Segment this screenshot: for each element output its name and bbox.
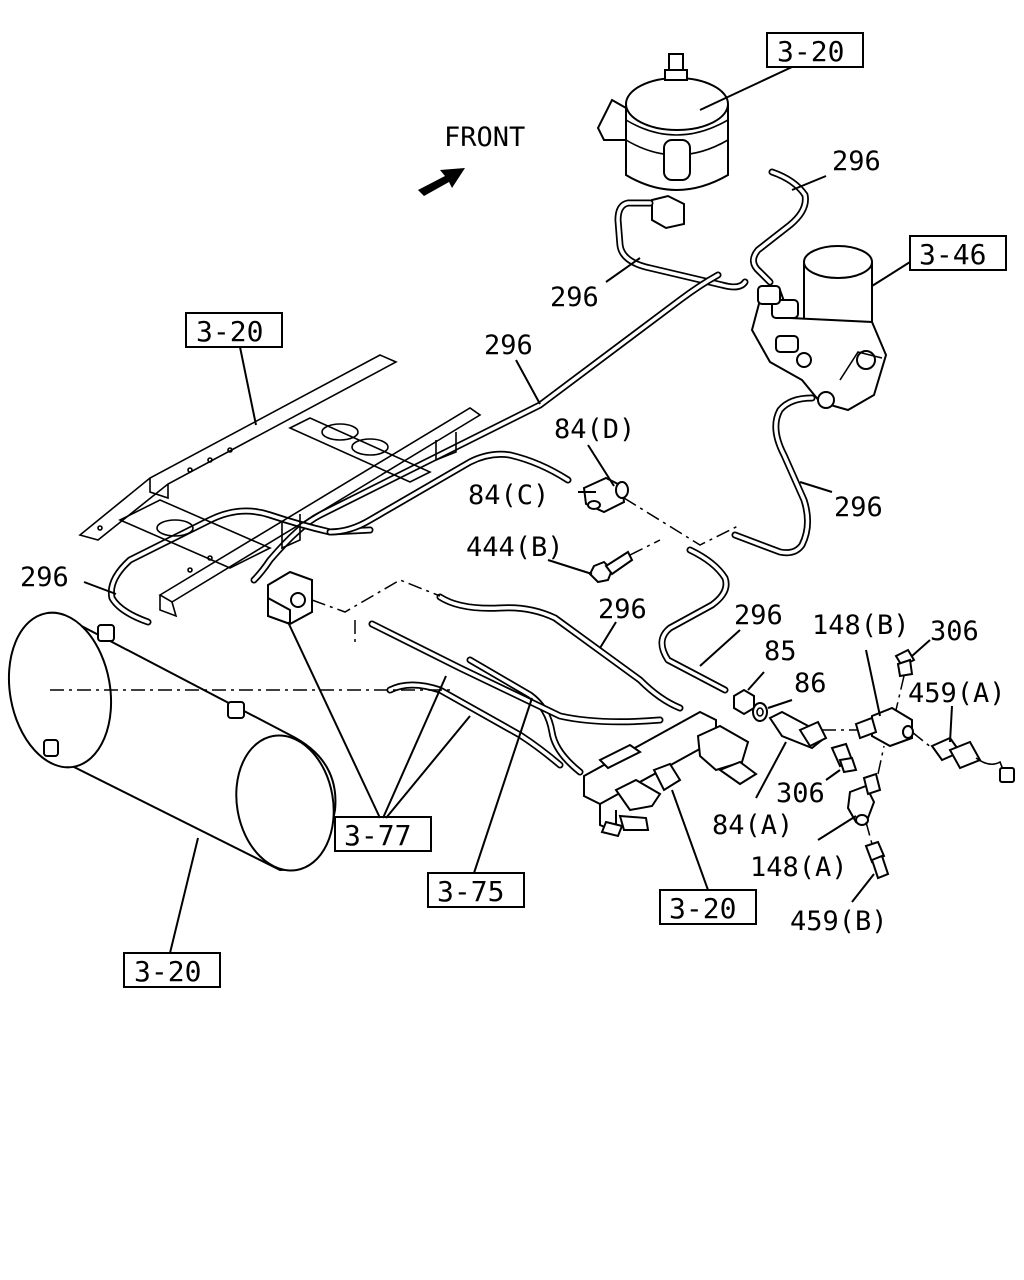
svg-text:3-46: 3-46 (919, 238, 986, 271)
leader-86 (767, 699, 793, 709)
leader-306-bottom (825, 769, 841, 781)
label-296-top: 296 (832, 146, 881, 177)
ref-box-3-77: 3-77 (334, 816, 432, 852)
label-148a: 148(A) (750, 852, 848, 883)
leader-296-lower (699, 629, 741, 667)
leader-3-20-frame (239, 346, 257, 426)
leader-459b (851, 873, 875, 903)
leader-444b (547, 559, 593, 575)
leader-296-mid (515, 359, 541, 405)
leader-84d (587, 444, 615, 487)
leader-296-right (799, 481, 833, 493)
switch-459b (864, 840, 890, 880)
label-148b: 148(B) (812, 610, 910, 641)
svg-text:3-20: 3-20 (196, 315, 263, 348)
svg-text:3-20: 3-20 (134, 955, 201, 988)
front-arrow-icon (418, 168, 465, 196)
ref-box-3-20-tank: 3-20 (123, 952, 221, 988)
label-459b: 459(B) (790, 906, 888, 937)
leader-3-77-a (287, 621, 381, 819)
ref-box-3-20-bracket: 3-20 (659, 889, 757, 925)
valve-bracket (583, 710, 758, 838)
leader-3-46 (871, 261, 911, 287)
svg-text:3-20: 3-20 (669, 892, 736, 925)
bolt-444b (588, 539, 661, 584)
svg-text:3-77: 3-77 (344, 819, 411, 852)
leader-3-20-tank (169, 837, 199, 954)
leader-3-75 (473, 697, 533, 874)
label-84a: 84(A) (712, 810, 793, 841)
air-reservoir-top (596, 53, 729, 230)
label-86: 86 (794, 668, 827, 699)
ref-box-3-20-top: 3-20 (766, 32, 864, 68)
washer-86 (752, 702, 768, 722)
label-444b: 444(B) (466, 532, 564, 563)
label-306-top: 306 (930, 616, 979, 647)
leader-296-upper (605, 257, 641, 283)
label-296-mid: 296 (484, 330, 533, 361)
tee-fitting-84c (582, 476, 629, 514)
ref-box-3-46: 3-46 (909, 235, 1007, 271)
air-dryer (750, 245, 888, 412)
pipes-296 (107, 168, 816, 776)
leader-306-top (911, 639, 931, 657)
plug-306-top (894, 648, 916, 678)
label-459a: 459(A) (908, 678, 1006, 709)
tee-148b (854, 706, 914, 748)
leader-296-left (83, 581, 117, 595)
centerline-459b (865, 821, 873, 845)
leader-3-77-b (382, 675, 447, 819)
label-296-right: 296 (834, 492, 883, 523)
centerline-84 (623, 497, 741, 546)
centerline-148a (877, 745, 885, 775)
centerline-459a (911, 731, 933, 749)
plug-306-bottom (830, 742, 858, 774)
leader-85 (747, 671, 765, 691)
label-84c: 84(C) (468, 480, 549, 511)
front-label: FRONT (444, 122, 525, 153)
leader-3-20-top (699, 66, 793, 111)
leader-3-20-bracket (671, 789, 709, 891)
nut-85 (733, 688, 755, 716)
leader-148a (817, 815, 857, 841)
leader-84a (755, 741, 787, 799)
chassis-frame (78, 354, 482, 618)
connector-84a (768, 710, 828, 750)
label-296-center: 296 (598, 594, 647, 625)
centerline-306-top (895, 675, 905, 711)
elbow-148a (846, 772, 882, 826)
leader-296-center (599, 621, 617, 649)
label-296-left: 296 (20, 562, 69, 593)
label-85: 85 (764, 636, 797, 667)
ref-box-3-75: 3-75 (427, 872, 525, 908)
ref-box-3-20-frame: 3-20 (185, 312, 283, 348)
svg-text:3-75: 3-75 (437, 875, 504, 908)
label-306-bottom: 306 (776, 778, 825, 809)
switch-459a (930, 736, 1015, 783)
label-296-upper: 296 (550, 282, 599, 313)
label-84d: 84(D) (554, 414, 635, 445)
leader-296-top (791, 175, 827, 191)
leader-3-77-c (385, 715, 471, 819)
leader-459a (949, 705, 953, 743)
air-tank (7, 611, 450, 872)
label-296-lower: 296 (734, 600, 783, 631)
pipe-clamp-left (267, 570, 441, 645)
leader-148b (865, 649, 881, 717)
svg-text:3-20: 3-20 (777, 35, 844, 68)
